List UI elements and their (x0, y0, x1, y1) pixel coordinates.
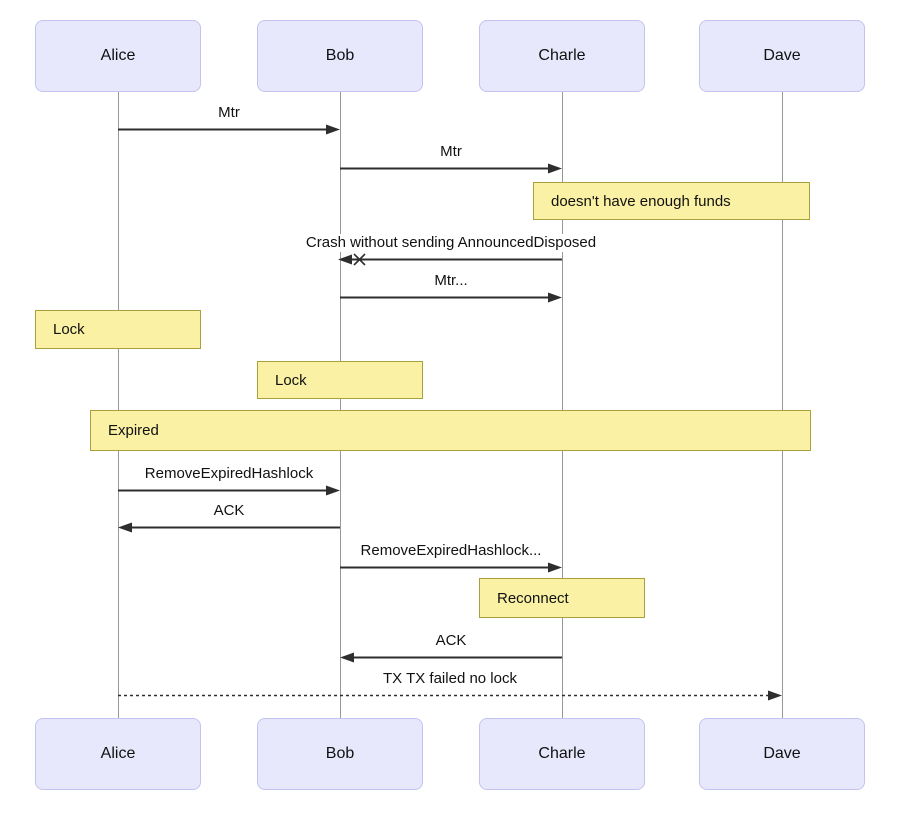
arrowhead-right-icon (548, 163, 562, 174)
message-label-crash: Crash without sending AnnouncedDisposed (302, 234, 600, 252)
actor-label: Alice (100, 47, 136, 64)
actor-label: Bob (325, 47, 355, 64)
actor-label: Bob (325, 745, 355, 762)
note-text: Lock (275, 371, 307, 389)
crash-cross-icon (353, 253, 366, 266)
note-text: Lock (53, 321, 85, 338)
arrowhead-right-icon (768, 690, 782, 701)
arrow-mtr2-bob-charle (340, 292, 562, 303)
note-expired: Expired (90, 410, 811, 451)
note-text: doesn't have enough funds (551, 192, 731, 210)
actor-label: Alice (100, 745, 136, 762)
arrow-mtr-alice-bob (118, 124, 340, 135)
actor-top-alice: Alice (35, 20, 201, 92)
actor-label: Charle (538, 47, 586, 64)
actor-label: Dave (763, 745, 801, 762)
arrowhead-right-icon (548, 292, 562, 303)
arrowhead-right-icon (326, 124, 340, 135)
arrowhead-left-icon (118, 522, 132, 533)
message-label-mtr-2: Mtr (437, 143, 465, 161)
message-label-removeexpiredhashlock-2: RemoveExpiredHashlock... (357, 542, 545, 560)
message-label-tx-failed: TX TX failed no lock (380, 670, 520, 688)
message-label-ack-1: ACK (210, 502, 248, 520)
arrow-crash-charle-bob (338, 253, 562, 266)
arrowhead-right-icon (326, 485, 340, 496)
note-doesnt-have-enough-funds: doesn't have enough funds (533, 182, 810, 220)
actor-bottom-charle: Charle (479, 718, 645, 790)
actor-bottom-bob: Bob (257, 718, 423, 790)
note-reconnect: Reconnect (479, 578, 645, 618)
note-text: Reconnect (497, 589, 569, 607)
note-lock-alice: Lock (35, 310, 201, 349)
actor-label: Dave (763, 47, 801, 64)
arrowhead-right-icon (548, 562, 562, 573)
message-label-ack-2: ACK (432, 632, 470, 650)
arrowhead-left-icon (340, 652, 354, 663)
arrow-removeexpiredhashlock-alice-bob (118, 485, 340, 496)
arrow-mtr-bob-charle (340, 163, 562, 174)
arrow-ack-bob-alice (118, 522, 340, 533)
actor-bottom-dave: Dave (699, 718, 865, 790)
actor-bottom-alice: Alice (35, 718, 201, 790)
note-text: Expired (108, 422, 159, 439)
actor-top-bob: Bob (257, 20, 423, 92)
actor-top-charle: Charle (479, 20, 645, 92)
arrow-removeexpiredhashlock-bob-charle (340, 562, 562, 573)
arrow-ack-charle-bob (340, 652, 562, 663)
arrow-tx-failed-alice-dave (118, 690, 782, 701)
message-label-mtr-1: Mtr (215, 104, 243, 122)
actor-label: Charle (538, 745, 586, 762)
message-label-removeexpiredhashlock: RemoveExpiredHashlock (141, 465, 317, 483)
message-label-mtr-3: Mtr... (431, 272, 471, 290)
arrowhead-left-icon (338, 254, 352, 265)
note-lock-bob: Lock (257, 361, 423, 399)
actor-top-dave: Dave (699, 20, 865, 92)
